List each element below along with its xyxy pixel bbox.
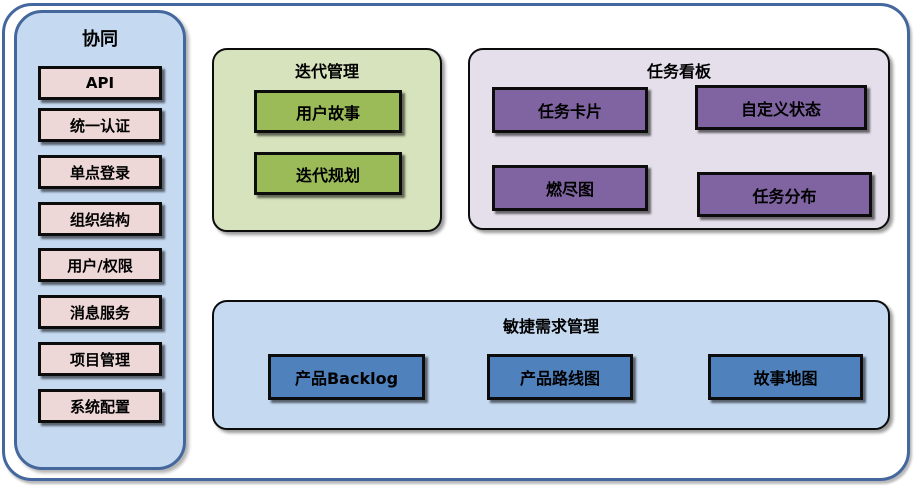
sidebar-item-system-config: 系统配置 <box>38 389 162 423</box>
sidebar-item-sso: 单点登录 <box>38 155 162 189</box>
item-task-distribution: 任务分布 <box>697 172 872 217</box>
item-burndown-chart: 燃尽图 <box>492 165 648 211</box>
item-product-roadmap: 产品路线图 <box>487 354 633 400</box>
sidebar-title: 协同 <box>82 29 118 50</box>
item-story-map: 故事地图 <box>708 354 863 400</box>
sidebar-item-project-management: 项目管理 <box>38 342 162 376</box>
sidebar-item-unified-auth: 统一认证 <box>38 108 162 142</box>
panel-agile-requirements: 敏捷需求管理 产品Backlog 产品路线图 故事地图 <box>212 300 890 430</box>
panel-iteration-management: 迭代管理 用户故事 迭代规划 <box>212 48 442 232</box>
item-custom-status: 自定义状态 <box>695 85 867 130</box>
sidebar-item-api: API <box>38 66 162 100</box>
item-product-backlog: 产品Backlog <box>268 354 425 400</box>
panel-task-board: 任务看板 任务卡片 自定义状态 燃尽图 任务分布 <box>468 48 890 230</box>
panel-iteration-title: 迭代管理 <box>294 62 359 81</box>
sidebar-item-user-permissions: 用户/权限 <box>38 248 162 282</box>
item-iteration-planning: 迭代规划 <box>254 152 402 195</box>
panel-agile-title: 敏捷需求管理 <box>502 317 599 336</box>
panel-taskboard-title: 任务看板 <box>646 62 711 81</box>
item-task-card: 任务卡片 <box>492 87 648 133</box>
sidebar-item-org-structure: 组织结构 <box>38 202 162 236</box>
sidebar-item-message-service: 消息服务 <box>38 295 162 329</box>
item-user-story: 用户故事 <box>254 90 402 133</box>
collaboration-sidebar: 协同 API 统一认证 单点登录 组织结构 用户/权限 消息服务 项目管理 系统… <box>14 10 186 470</box>
